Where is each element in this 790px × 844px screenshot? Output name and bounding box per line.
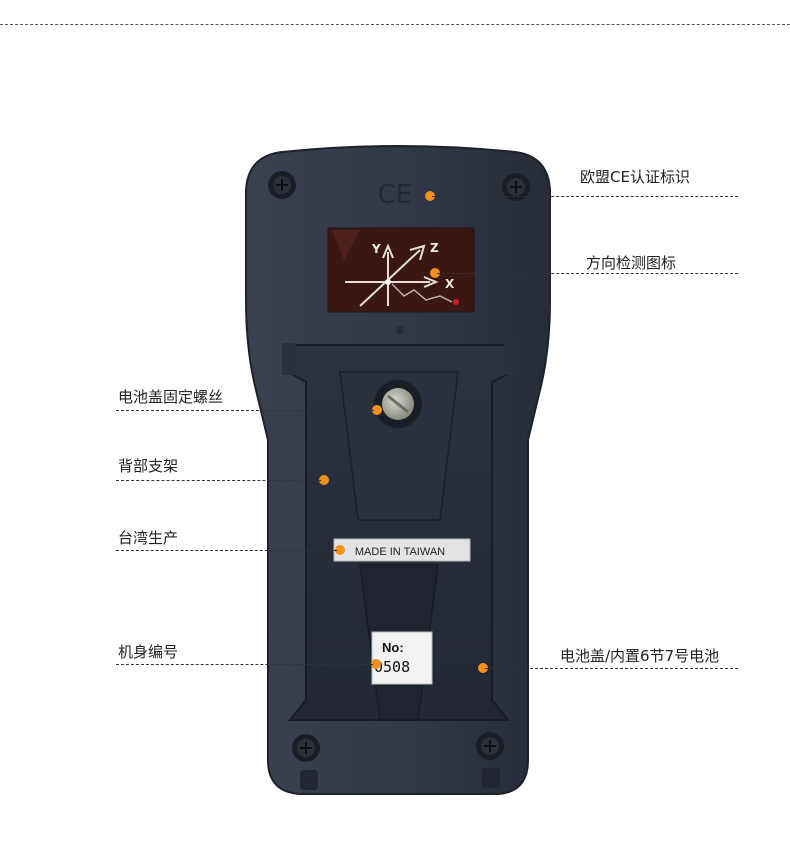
stand-center-plate <box>339 371 459 521</box>
callout-line-stand <box>116 480 321 481</box>
corner-screw-top-right <box>502 173 530 201</box>
callout-dot-cover-screw <box>372 405 382 415</box>
foot-right <box>482 768 500 788</box>
stand-hinge-left <box>282 343 296 375</box>
corner-screw-bottom-right <box>476 732 504 760</box>
callout-label-direction-icon: 方向检测图标 <box>586 254 677 272</box>
corner-screw-bottom-left <box>292 734 320 762</box>
small-screw <box>396 326 404 334</box>
callout-line-ce <box>432 196 738 197</box>
battery-cover-screw <box>374 380 422 428</box>
callout-label-cover-screw: 电池盖固定螺丝 <box>118 388 224 406</box>
callout-label-taiwan: 台湾生产 <box>118 529 179 547</box>
serial-number-sticker <box>371 631 433 685</box>
foot-left <box>300 770 318 790</box>
axis-label-z: Z <box>430 241 439 255</box>
callout-label-battery-cover: 电池盖/内置6节7号电池 <box>560 647 720 665</box>
top-dashed-divider <box>0 24 790 25</box>
serial-label: No: <box>382 640 404 655</box>
corner-screw-top-left <box>268 171 296 199</box>
axis-label-y: Y <box>371 242 381 256</box>
ce-logo: CE <box>378 180 413 210</box>
callout-line-cover-screw <box>116 410 374 411</box>
axis-label-x: X <box>445 277 455 291</box>
serial-value: 0508 <box>374 658 410 676</box>
callout-dot-direction-icon <box>430 268 440 278</box>
callout-line-direction-icon <box>437 273 738 274</box>
callout-label-stand: 背部支架 <box>118 457 179 475</box>
made-in-taiwan-text: MADE IN TAIWAN <box>355 546 445 558</box>
callout-dot-taiwan <box>335 545 345 555</box>
callout-dot-serial <box>371 659 381 669</box>
callout-line-taiwan <box>116 550 337 551</box>
callout-dot-battery-cover <box>478 663 488 673</box>
direction-icon-window <box>327 227 475 313</box>
callout-label-serial: 机身编号 <box>118 643 179 661</box>
callout-label-ce: 欧盟CE认证标识 <box>580 168 690 186</box>
callout-line-serial <box>116 664 373 665</box>
callout-dot-ce <box>425 191 435 201</box>
stand-hinge-right <box>504 343 518 375</box>
callout-line-battery-cover <box>485 668 738 669</box>
callout-dot-stand <box>319 475 329 485</box>
